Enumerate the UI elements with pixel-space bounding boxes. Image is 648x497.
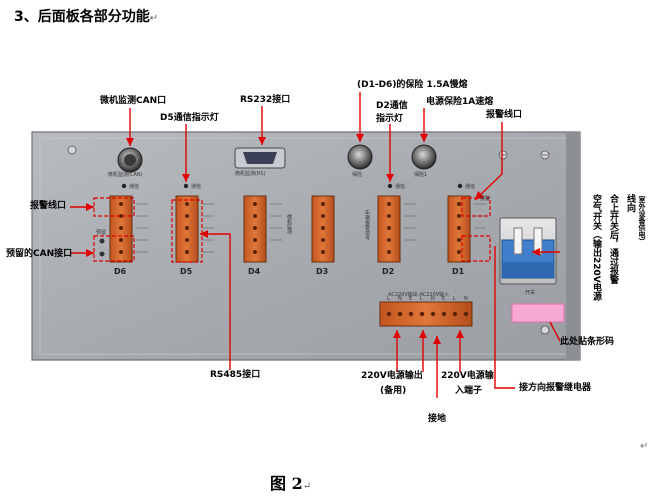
label-d5-comm-led: D5通信指示灯 xyxy=(160,113,219,123)
section-heading-text: 3、后面板各部分功能 xyxy=(14,9,150,25)
label-barcode: 此处贴条形码 xyxy=(560,337,615,347)
panel-terminal-4: L xyxy=(420,296,423,302)
label-line-route: 线向 xyxy=(625,194,635,212)
panel-chip-d6: 通信 xyxy=(129,184,140,190)
connector-name-d6: D6 xyxy=(114,267,127,276)
panel-terminal-2: N xyxy=(398,296,402,302)
panel-chip-d1: 通信 xyxy=(465,184,476,190)
label-alarm-route: 合上开关后，通过报警 xyxy=(608,194,618,284)
label-line-route-small: 室外设备供电） xyxy=(638,196,646,245)
panel-terminal-7: L xyxy=(453,296,456,302)
label-air-switch: 空气开关（输出220V电源 xyxy=(591,194,601,301)
panel-fuse2-text: 保险1 xyxy=(414,172,428,178)
panel-chip-d2: 通信 xyxy=(395,184,406,190)
label-power-out-1: 220V电源输出 xyxy=(361,371,423,381)
panel-terminal-3: E xyxy=(409,296,413,302)
figure-caption: 图 2↵ xyxy=(270,470,311,494)
fuse-holder-power xyxy=(411,144,437,170)
barcode-sticker xyxy=(511,303,565,323)
panel-reserved-text: 预留 xyxy=(96,230,107,236)
connector-name-d3: D3 xyxy=(316,267,329,276)
panel-can-text: 微机监测(CAN) xyxy=(108,172,143,178)
panel-d2-vertical: 车辆报警信号 xyxy=(364,210,370,240)
mount-screw xyxy=(540,325,550,335)
connector-name-d5: D5 xyxy=(180,267,193,276)
panel-terminal-5: N xyxy=(431,296,435,302)
label-alarm-line-top: 报警线口 xyxy=(486,110,523,120)
label-d2-comm-led-1: D2通信 xyxy=(376,101,408,111)
panel-power-text: AC220V输出 AC220V输入 xyxy=(388,292,450,298)
label-d2-comm-led-2: 指示灯 xyxy=(376,114,404,124)
label-power-out-2: (备用) xyxy=(380,386,407,396)
connector-name-d2: D2 xyxy=(382,267,395,276)
connector-name-d4: D4 xyxy=(248,267,261,276)
panel-switch-text: 开关 xyxy=(525,290,536,296)
label-power-in-2: 入端子 xyxy=(455,386,483,396)
label-rs485: RS485接口 xyxy=(210,370,261,380)
paragraph-mark: ↵ xyxy=(640,441,648,452)
panel-chip-d5: 通信 xyxy=(191,184,202,190)
section-heading: 3、后面板各部分功能↵ xyxy=(14,6,158,26)
paragraph-mark: ↵ xyxy=(302,481,312,492)
panel-terminal-6: E xyxy=(442,296,446,302)
label-fuse-d1d6: (D1-D6)的保险 1.5A慢熔 xyxy=(357,80,468,90)
label-reserved-can: 预留的CAN接口 xyxy=(6,249,73,259)
label-rs232: RS232接口 xyxy=(240,95,291,105)
power-terminal-strip xyxy=(379,301,473,327)
label-relay: 接方向报警继电器 xyxy=(519,383,592,393)
panel-alarm-text: 报警 xyxy=(480,196,491,202)
panel-fuse-text: 保险 xyxy=(352,172,363,178)
label-mcu-can: 微机监测CAN口 xyxy=(100,96,167,106)
panel-terminal-8: N xyxy=(464,296,468,302)
mount-screw xyxy=(67,145,77,155)
label-alarm-line-left: 报警线口 xyxy=(30,201,67,211)
figure-caption-text: 图 2 xyxy=(270,474,303,493)
panel-d3-vertical: 微机监测 xyxy=(286,214,292,234)
label-ground: 接地 xyxy=(428,414,447,424)
label-power-in-1: 220V电源输 xyxy=(441,371,494,381)
label-power-fuse: 电源保险1A速熔 xyxy=(426,97,494,107)
panel-terminal-1: L xyxy=(387,296,390,302)
air-breaker xyxy=(499,217,557,285)
fuse-holder-d1d6 xyxy=(347,144,373,170)
connector-name-d1: D1 xyxy=(452,267,465,276)
paragraph-mark: ↵ xyxy=(149,13,159,24)
panel-rs232-text: 微机监测(RS) xyxy=(235,171,266,177)
